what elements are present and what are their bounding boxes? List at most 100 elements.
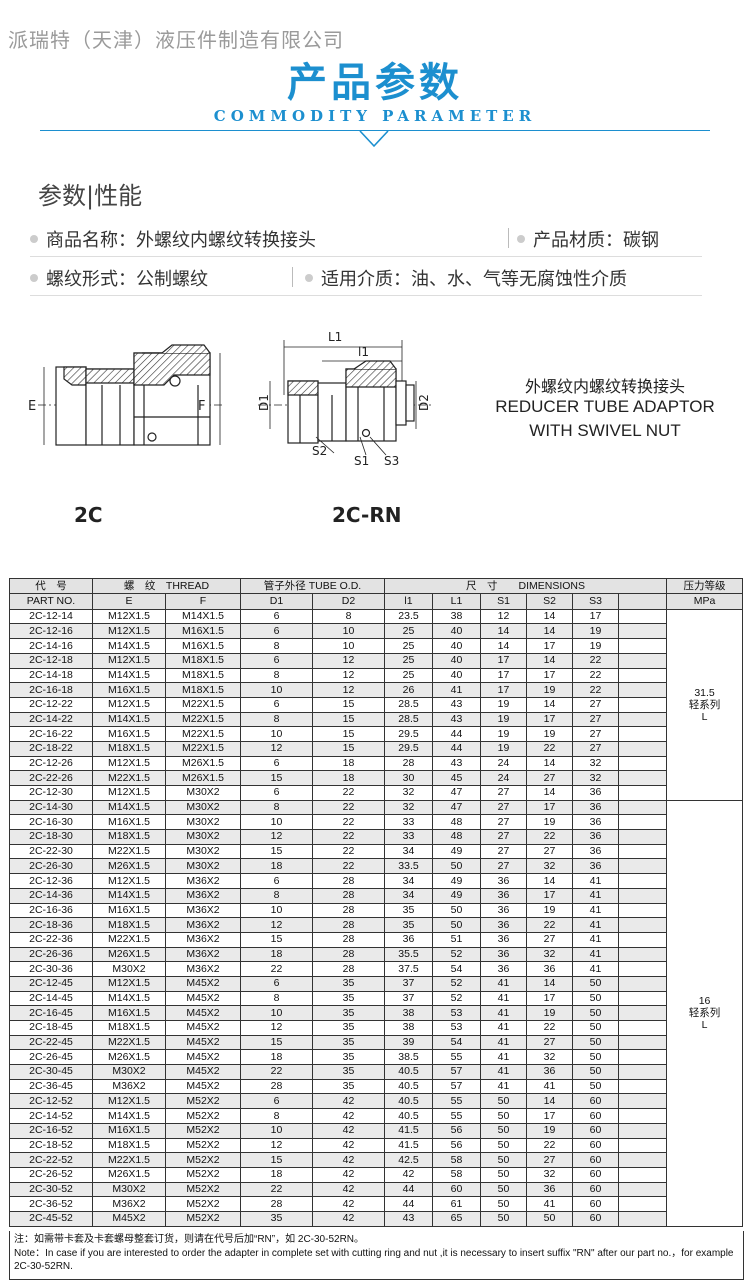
table-cell: 41 <box>572 887 620 904</box>
table-cell-blank <box>618 1078 668 1095</box>
table-cell: 43 <box>432 696 482 713</box>
part-no-cell: 2C-14-30 <box>9 799 93 816</box>
bullet-icon <box>30 274 38 282</box>
table-cell: 36 <box>572 814 620 831</box>
dim-label-d2: D2 <box>417 394 431 411</box>
table-cell: M18X1.5 <box>164 667 242 684</box>
table-cell: 22 <box>526 740 574 757</box>
table-cell-blank <box>618 696 668 713</box>
table-cell: 53 <box>432 1005 482 1022</box>
table-cell: 6 <box>240 623 314 640</box>
table-cell: 36 <box>480 961 528 977</box>
table-cell: 58 <box>432 1166 482 1183</box>
table-cell: 36 <box>480 917 528 933</box>
header-s3: S3 <box>572 593 620 610</box>
table-cell-blank <box>618 1210 668 1227</box>
part-no-cell: 2C-12-22 <box>9 696 93 713</box>
table-cell-blank <box>618 975 668 992</box>
table-cell: 35 <box>312 1034 386 1051</box>
table-cell-blank <box>618 755 668 772</box>
table-cell: 55 <box>432 1108 482 1124</box>
table-cell: 29.5 <box>384 740 434 757</box>
table-cell: 19 <box>526 1005 574 1022</box>
table-cell: M22X1.5 <box>164 711 242 728</box>
table-cell: 40 <box>432 652 482 669</box>
table-cell: 36 <box>572 829 620 845</box>
table-cell: 37.5 <box>384 961 434 977</box>
note-box <box>9 1231 744 1280</box>
table-cell-blank <box>618 1093 668 1110</box>
table-cell: 18 <box>240 1166 314 1183</box>
table-cell: 36 <box>526 1181 574 1198</box>
title-divider <box>40 130 710 131</box>
table-cell: M26X1.5 <box>92 858 166 875</box>
table-cell-blank <box>618 682 668 698</box>
table-cell: 19 <box>480 740 528 757</box>
table-cell: 19 <box>526 814 574 831</box>
table-cell: 43 <box>432 711 482 728</box>
table-cell: 47 <box>432 799 482 816</box>
table-cell: 12 <box>240 1020 314 1036</box>
table-cell: M12X1.5 <box>92 696 166 713</box>
part-no-cell: 2C-36-45 <box>9 1078 93 1095</box>
table-cell: 12 <box>480 608 528 625</box>
part-no-cell: 2C-22-52 <box>9 1152 93 1168</box>
table-cell: 22 <box>312 843 386 860</box>
table-cell: 8 <box>240 711 314 728</box>
table-cell: 39 <box>384 1034 434 1051</box>
table-cell: 12 <box>240 917 314 933</box>
table-cell: M12X1.5 <box>92 1093 166 1110</box>
table-cell-blank <box>618 608 668 625</box>
header-s2: S2 <box>526 593 574 610</box>
table-cell: 36 <box>480 873 528 889</box>
param-row-1: 商品名称：外螺纹内螺纹转换接头 产品材质：碳钢 <box>30 222 702 257</box>
table-cell: 27 <box>526 1034 574 1051</box>
table-cell: M18X1.5 <box>164 652 242 669</box>
table-cell-blank <box>618 770 668 787</box>
table-cell: 50 <box>572 1020 620 1036</box>
table-cell: 36 <box>526 961 574 977</box>
table-cell: 36 <box>384 931 434 948</box>
part-no-cell: 2C-30-45 <box>9 1064 93 1080</box>
table-cell: 41 <box>572 917 620 933</box>
table-cell: 41 <box>432 682 482 698</box>
table-cell: 41 <box>572 873 620 889</box>
parameter-table-wrap: 代 号 螺 纹 THREAD 管子外径 TUBE O.D. 尺 寸 DIMENS… <box>9 577 744 1227</box>
part-no-cell: 2C-12-52 <box>9 1093 93 1110</box>
chevron-down-icon <box>359 130 389 148</box>
part-no-cell: 2C-18-36 <box>9 917 93 933</box>
table-cell: 36 <box>526 1064 574 1080</box>
header-code: 代 号 <box>9 577 93 595</box>
part-no-cell: 2C-26-36 <box>9 946 93 963</box>
table-cell: M30X2 <box>164 843 242 860</box>
table-cell: M45X2 <box>164 1078 242 1095</box>
part-no-cell: 2C-16-45 <box>9 1005 93 1022</box>
table-cell: M36X2 <box>164 961 242 977</box>
table-cell: 35 <box>384 902 434 919</box>
table-cell: M36X2 <box>164 931 242 948</box>
table-cell: 28 <box>312 873 386 889</box>
dim-label-l1-inner: l1 <box>358 345 369 359</box>
part-no-cell: 2C-22-36 <box>9 931 93 948</box>
part-no-cell: 2C-22-26 <box>9 770 93 787</box>
table-cell: M52X2 <box>164 1181 242 1198</box>
table-cell: M52X2 <box>164 1108 242 1124</box>
table-cell: 17 <box>526 1108 574 1124</box>
table-cell-blank <box>618 873 668 889</box>
part-no-cell: 2C-12-26 <box>9 755 93 772</box>
table-cell: M30X2 <box>92 1064 166 1080</box>
